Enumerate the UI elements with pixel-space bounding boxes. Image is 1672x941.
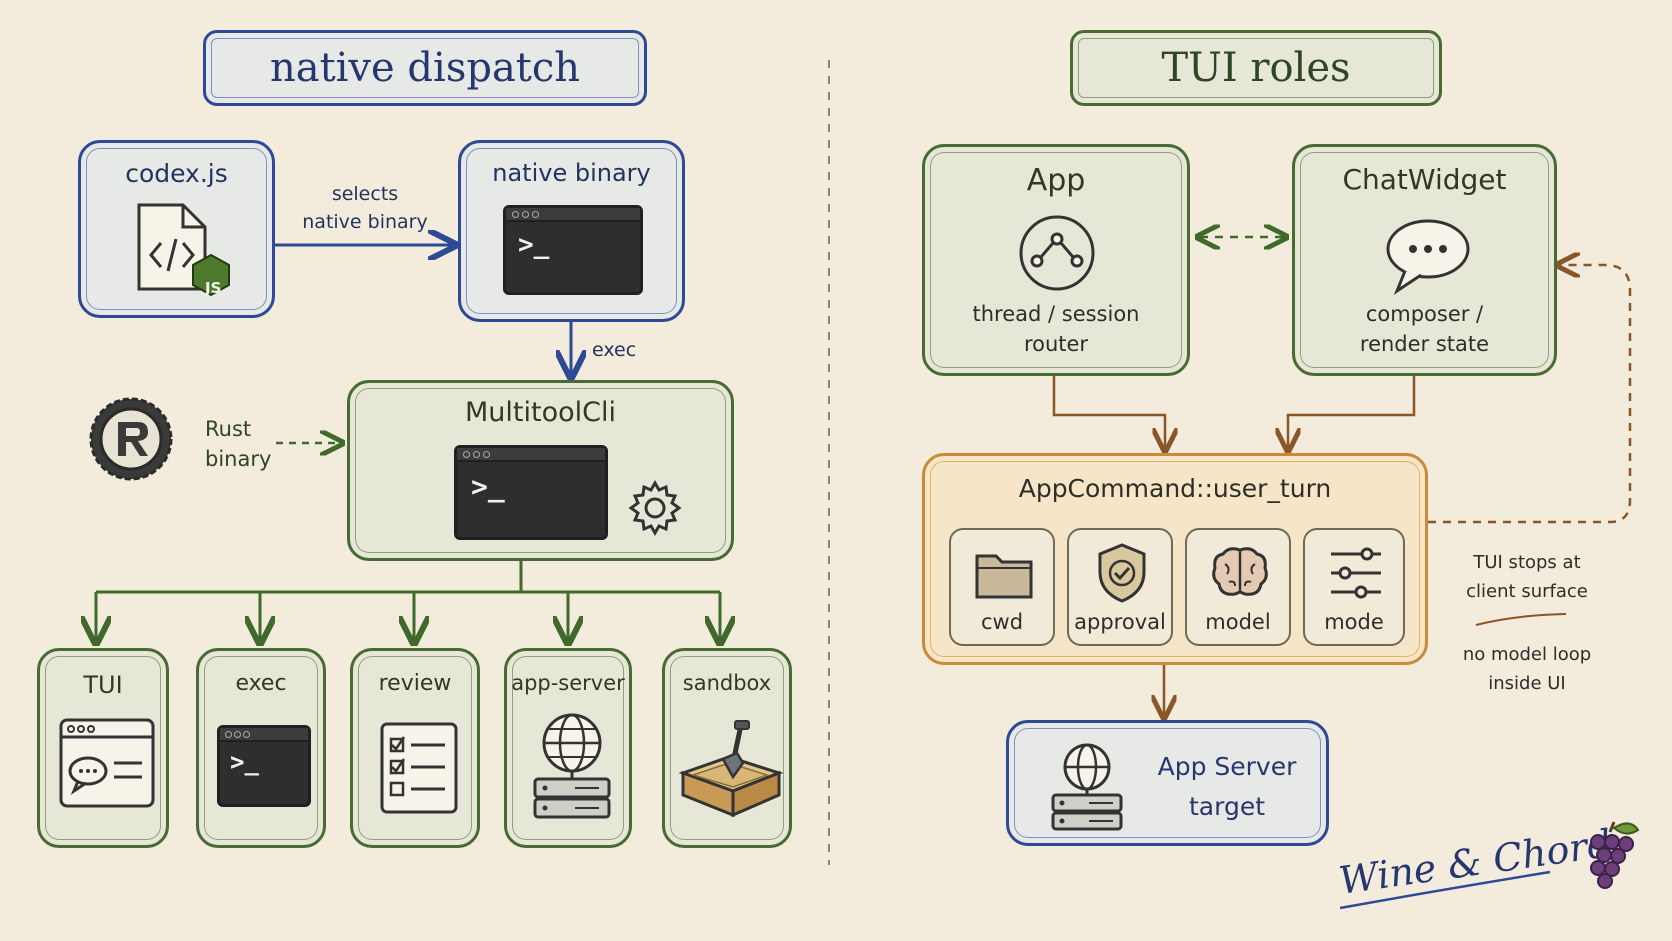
multitoolcli-node: MultitoolCli >_	[347, 380, 734, 561]
app-server-target-node: App Server target	[1006, 720, 1329, 846]
globe-server-icon	[1051, 743, 1123, 831]
js-badge: JS	[205, 279, 222, 297]
item-model: model	[1185, 528, 1291, 646]
sliders-icon	[1331, 547, 1381, 599]
terminal-icon: >_	[454, 445, 608, 540]
grapes-icon	[1590, 821, 1640, 889]
appcommand-node: AppCommand::user_turn cwd approval model	[922, 453, 1428, 665]
terminal-icon: >_	[503, 205, 643, 295]
multitoolcli-label: MultitoolCli	[465, 397, 616, 428]
app-desc: thread / session router	[972, 302, 1140, 356]
codexjs-node: codex.js JS	[78, 140, 275, 318]
rust-binary-label: Rust binary	[205, 417, 272, 471]
chat-window-icon	[59, 718, 155, 808]
terminal-icon: >_	[217, 725, 311, 807]
gear-icon	[628, 479, 682, 537]
chatwidget-label: ChatWidget	[1342, 163, 1507, 196]
speech-bubble-icon	[1386, 219, 1470, 295]
codexjs-label: codex.js	[125, 159, 228, 188]
appcommand-label: AppCommand::user_turn	[1018, 474, 1332, 503]
item-approval: approval	[1067, 528, 1173, 646]
folder-icon	[975, 554, 1033, 599]
subcommand-app-server: app-server	[504, 648, 632, 848]
app-node: App thread / session router	[922, 144, 1190, 376]
native-binary-label: native binary	[492, 159, 651, 187]
rust-logo-icon	[89, 397, 173, 481]
subcommand-sandbox: sandbox	[662, 648, 792, 848]
subcommand-exec: exec >_	[196, 648, 326, 848]
router-icon	[1019, 215, 1095, 291]
globe-server-icon	[533, 713, 611, 819]
subcommand-tui: TUI	[37, 648, 169, 848]
no-model-loop-note: no model loop inside UI	[1462, 644, 1592, 694]
item-cwd: cwd	[949, 528, 1055, 646]
tui-roles-title: TUI roles	[1070, 30, 1442, 106]
brain-icon	[1212, 547, 1268, 596]
item-mode: mode	[1303, 528, 1405, 646]
edge-label-exec: exec	[592, 339, 637, 361]
tui-stops-note: TUI stops at client surface	[1466, 552, 1588, 602]
chatwidget-desc: composer / render state	[1359, 302, 1490, 356]
checklist-icon	[380, 722, 458, 814]
app-server-target-label: App Server target	[1157, 752, 1297, 821]
sandbox-icon	[678, 720, 784, 818]
chatwidget-node: ChatWidget composer / render state	[1292, 144, 1557, 376]
shield-check-icon	[1098, 543, 1146, 603]
subcommand-review: review	[350, 648, 480, 848]
native-dispatch-title: native dispatch	[203, 30, 647, 106]
code-file-icon	[137, 203, 230, 297]
app-label: App	[1026, 163, 1086, 198]
native-binary-node: native binary >_	[458, 140, 685, 322]
edge-label-selects: selects native binary	[302, 183, 428, 233]
